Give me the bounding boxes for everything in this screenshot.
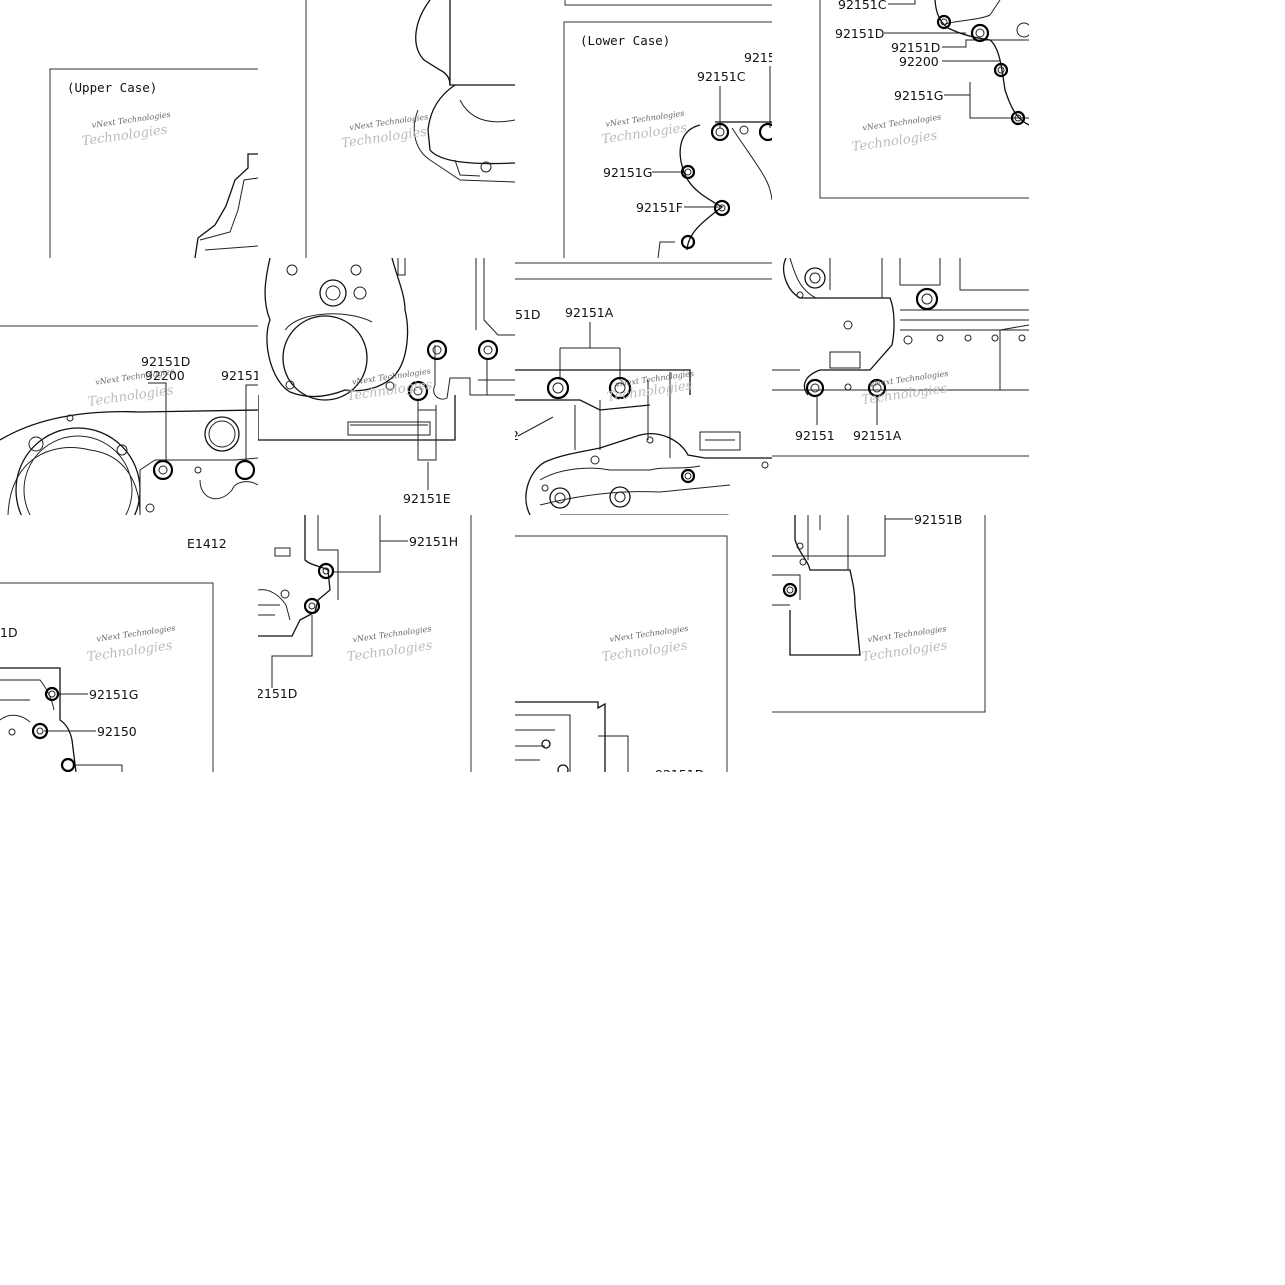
callout-92151c-b: 92151C <box>838 0 887 12</box>
tile-lower-case-bottom-right: 92151B Technologies vNext Technologies <box>772 512 986 713</box>
callout-92200: 92200 <box>899 54 939 69</box>
callout-92151c: 92151C <box>697 69 746 84</box>
callout-9215: 9215 <box>744 50 776 65</box>
callout-92: 92 <box>503 428 519 443</box>
tile-lower-case-right-middle: 92151 92151A Technologies vNext Technolo… <box>772 258 1029 457</box>
callout-92151d-b: 92151D <box>891 40 940 55</box>
lower-case-label: (Lower Case) <box>580 33 670 48</box>
callout-2151d: 2151D <box>256 686 297 701</box>
watermark: Technologies vNext Technologies <box>861 624 949 665</box>
callout-92151b: 92151B <box>914 512 962 527</box>
watermark: Technologies vNext Technologies <box>87 367 175 410</box>
callout-51d: 51D <box>515 307 541 322</box>
svg-text:Technologies: Technologies <box>87 383 175 410</box>
callout-92151g: 92151G <box>603 165 652 180</box>
upper-case-label: (Upper Case) <box>67 80 157 95</box>
callout-92151f: 92151F <box>636 200 683 215</box>
watermark: Technologies vNext Technologies <box>606 369 695 405</box>
watermark: Technologies vNext Technologies <box>851 113 942 156</box>
watermark: Technologies vNext Technologies <box>86 624 176 665</box>
tile-lower-case-right: 92151C 92151D 92151D 92200 92151G Techno… <box>819 0 1029 199</box>
watermark: Technologies vNext Technologies <box>601 109 689 148</box>
watermark: Technologies vNext Technologies <box>346 624 434 665</box>
callout-92151e: 92151E <box>403 491 451 506</box>
callout-92151d-a: 92151D <box>835 26 884 41</box>
figure-code: E1412 <box>187 536 227 551</box>
callout-1d: 1D <box>0 625 18 640</box>
tile-upper-case-lower-left: E1412 1D 92151G 92150 Technologies vNext… <box>0 536 227 772</box>
callout-92151g-b: 92151G <box>894 88 943 103</box>
tile-lower-case: (Lower Case) 92151C 9215 92151G 92151F T… <box>563 0 776 258</box>
tile-upper-case-lower-middle: 92151H 2151D Technologies vNext Technolo… <box>256 515 472 772</box>
tile-cylinder-side: Technologies vNext Technologies <box>305 0 515 258</box>
watermark: Technologies vNext Technologies <box>81 110 171 149</box>
callout-92151h: 92151H <box>409 534 458 549</box>
callout-92151-b: 92151 <box>795 428 835 443</box>
callout-92200-b: 92200 <box>145 368 185 383</box>
callout-92151d-d: 92151D <box>655 767 704 782</box>
watermark: Technologies vNext Technologies <box>601 624 689 665</box>
callout-92151a: 92151A <box>565 305 614 320</box>
tile-lower-case-lower-middle: 92151D Technologies vNext Technologies <box>515 535 728 782</box>
callout-92150: 92150 <box>97 724 137 739</box>
tile-upper-case-cylinder: 92151D 92200 92151 Technologies vNext Te… <box>0 325 261 515</box>
callout-92151d-c: 92151D <box>141 354 190 369</box>
tile-upper-case: (Upper Case) Technologies vNext Technolo… <box>49 68 258 258</box>
tile-crankcase-center: 92151E Technologies vNext Technologies <box>258 258 515 506</box>
callout-92151g-c: 92151G <box>89 687 138 702</box>
tile-lower-case-middle: 51D 92151A 92 Technologies vNext Technol… <box>503 262 772 515</box>
callout-92151: 92151 <box>221 368 261 383</box>
callout-92151a-b: 92151A <box>853 428 902 443</box>
